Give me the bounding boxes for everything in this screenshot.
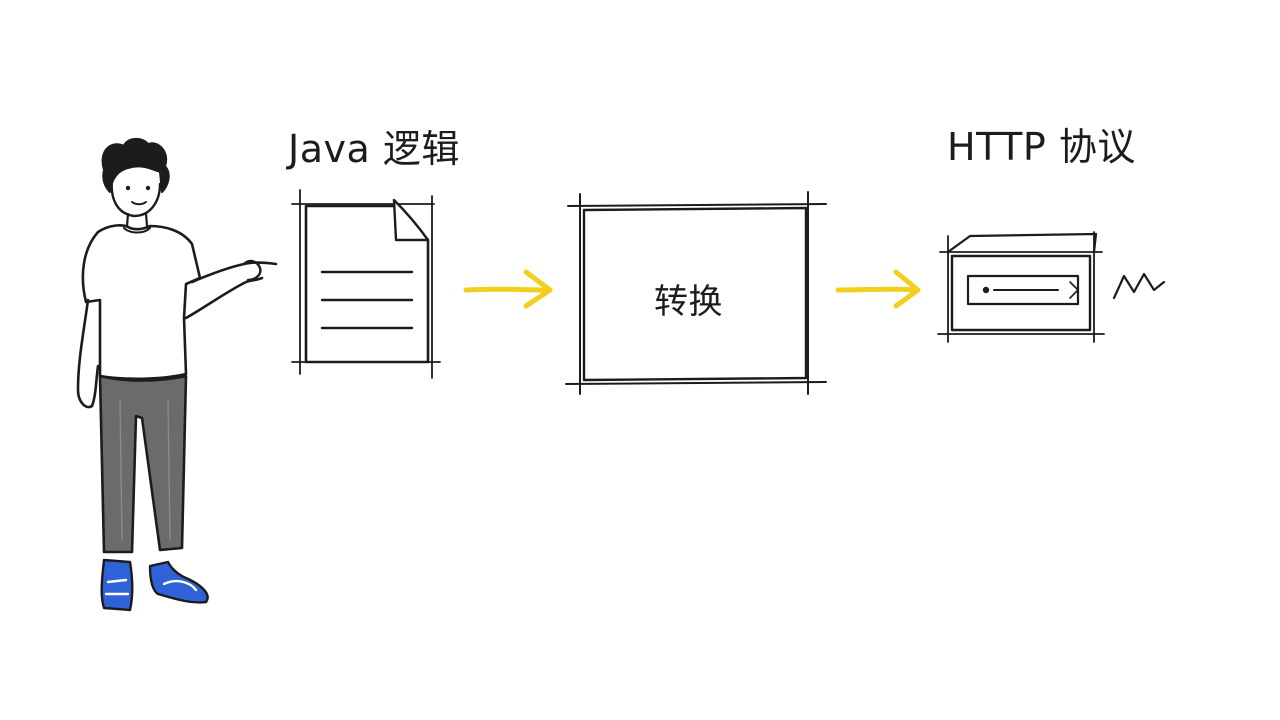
process-box — [565, 191, 827, 395]
person-tshirt — [81, 224, 202, 381]
person-pointing — [76, 138, 278, 612]
java-logic-label: Java 逻辑 — [288, 127, 460, 171]
document-icon — [291, 189, 441, 379]
http-protocol-label: HTTP 协议 — [947, 125, 1136, 169]
person-shoe-left — [100, 558, 134, 612]
person-face — [110, 178, 162, 218]
person-pants — [98, 374, 188, 554]
arrow-to-process — [463, 269, 553, 309]
network-device-icon — [937, 231, 1105, 343]
arrow-to-http — [835, 269, 921, 309]
convert-label: 转换 — [654, 282, 723, 322]
signal-wave-icon — [1112, 272, 1166, 300]
